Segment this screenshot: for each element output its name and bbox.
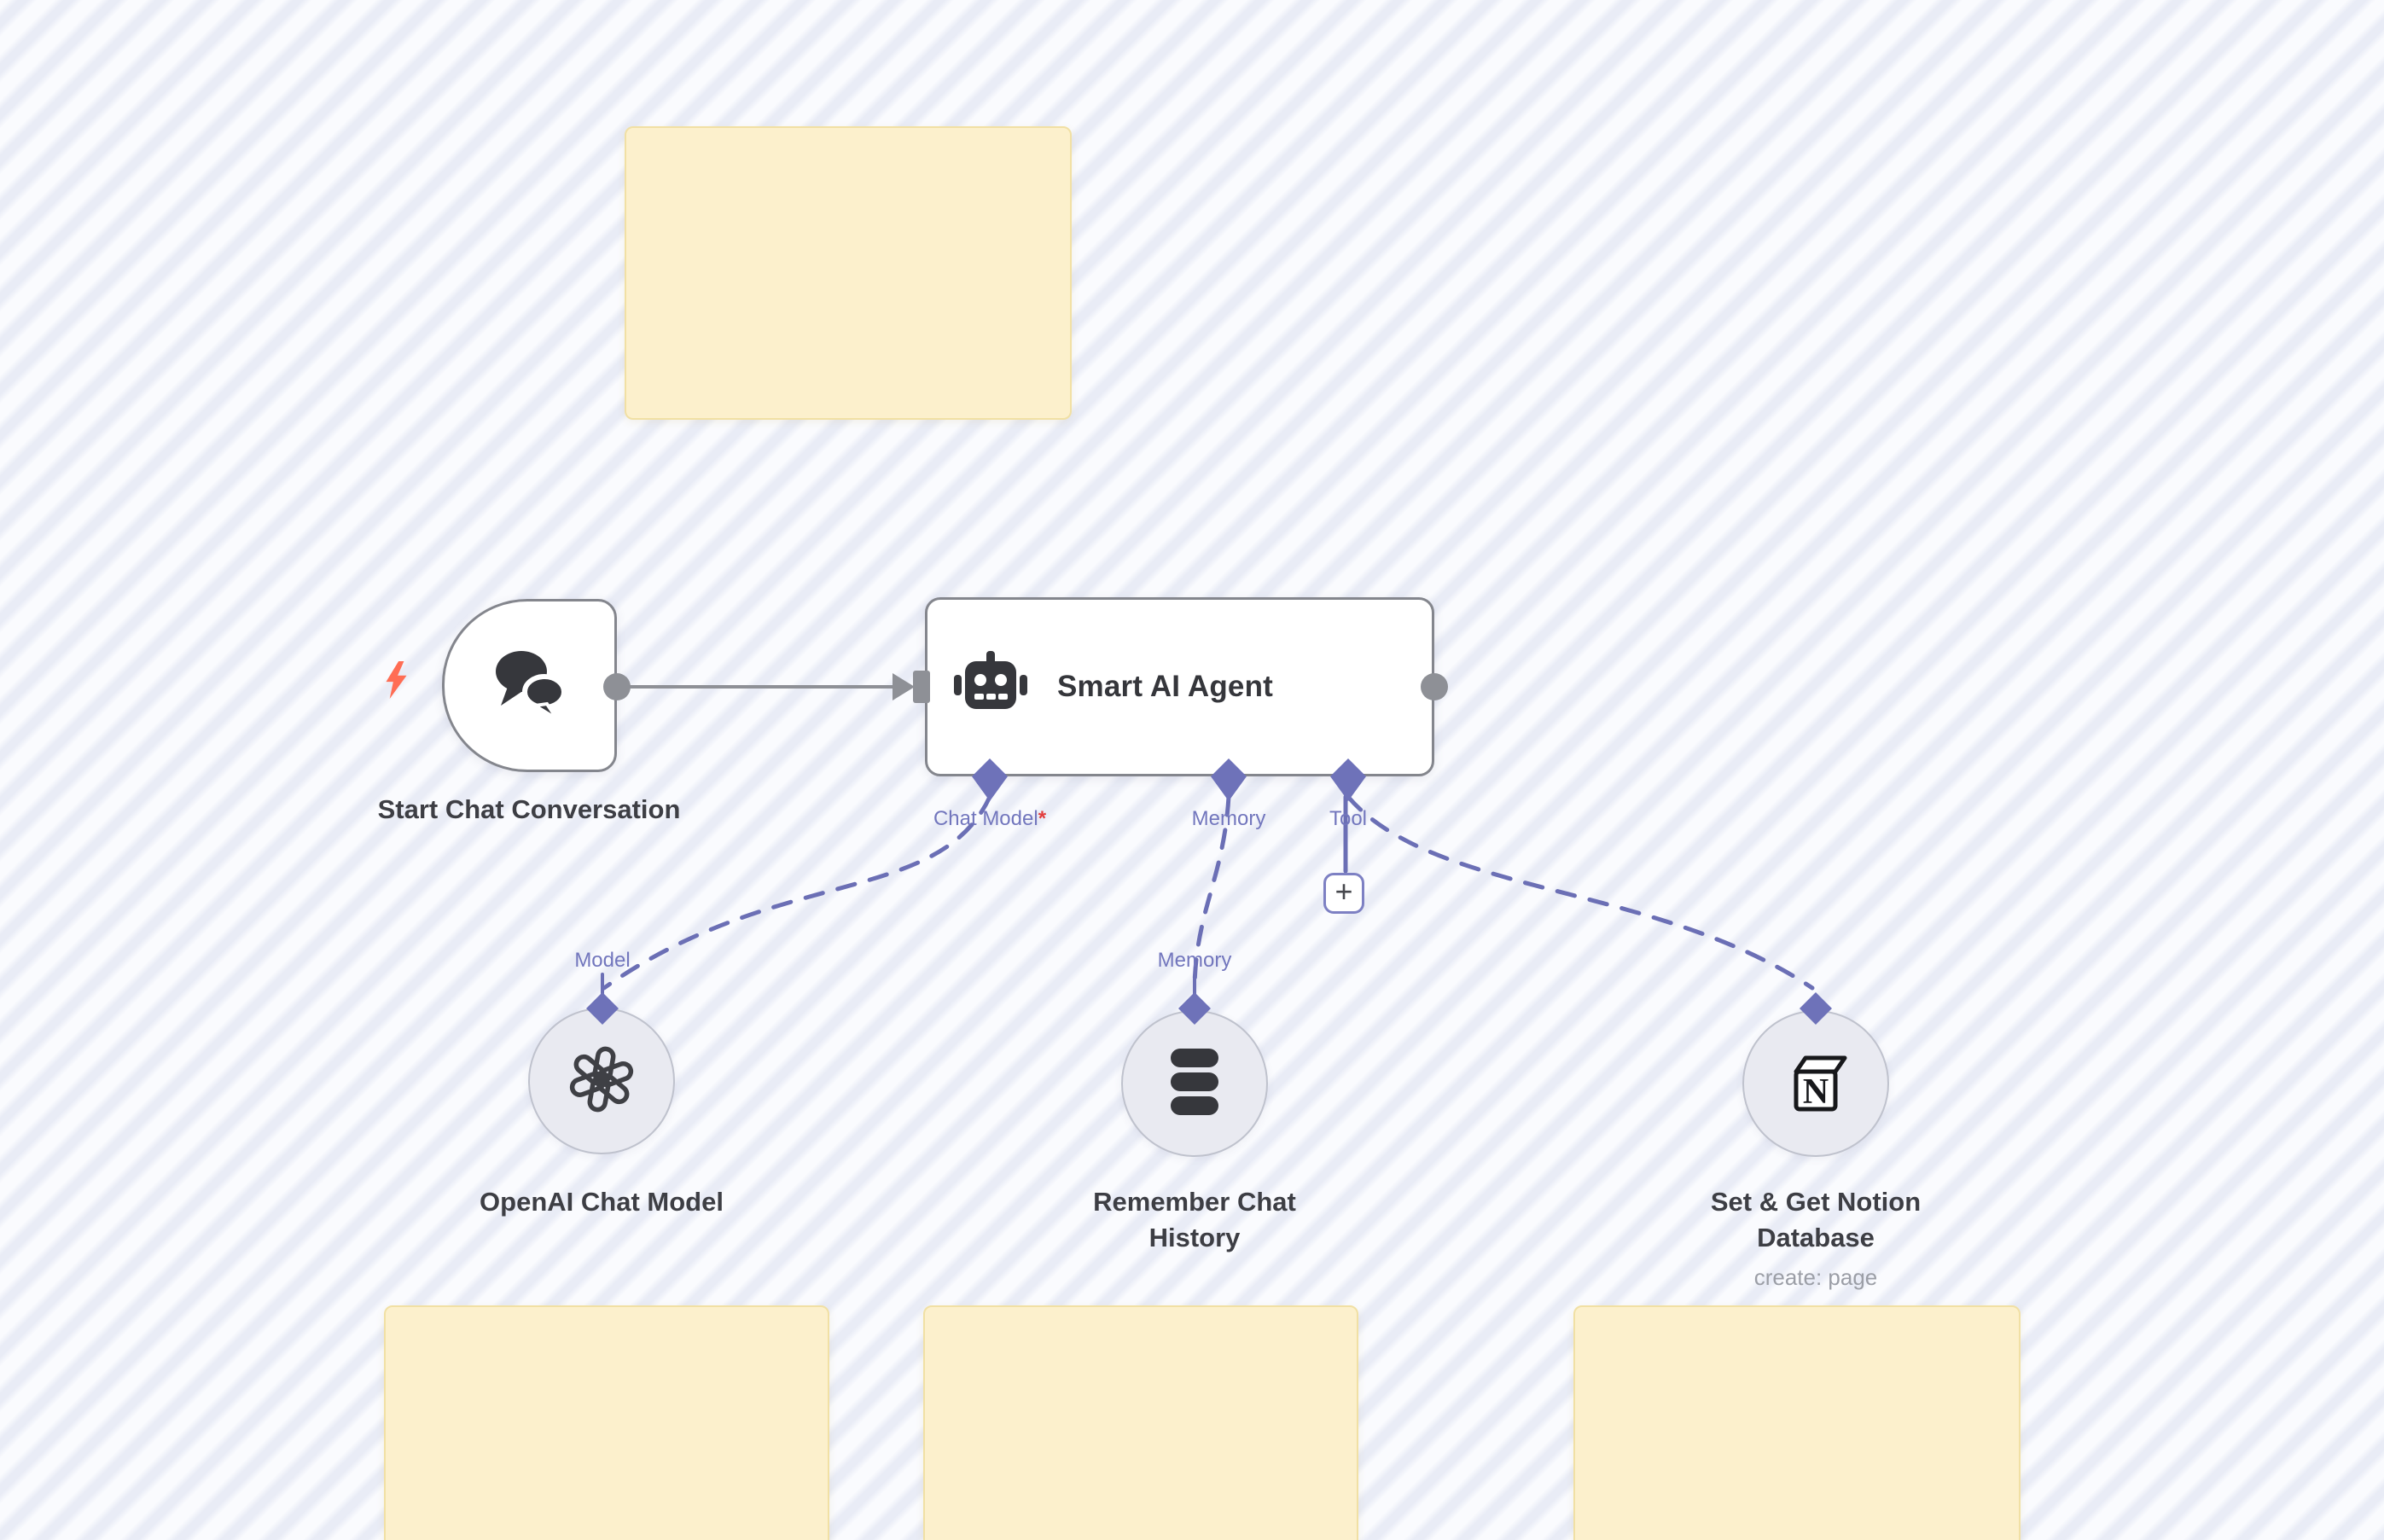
notion-node-subtitle: create: page <box>1753 1264 1878 1290</box>
add-tool-button[interactable]: + <box>1323 873 1364 914</box>
agent-port-label-chat-model: Chat Model* <box>933 807 1047 830</box>
svg-text:N: N <box>1803 1072 1829 1112</box>
notion-tool-node[interactable]: N <box>1742 1010 1889 1157</box>
sticky-note-bottom-middle[interactable] <box>923 1305 1358 1540</box>
chat-memory-node[interactable] <box>1121 1010 1268 1157</box>
notion-node-label: Set & Get Notion Database <box>1710 1187 1922 1252</box>
robot-icon <box>950 649 1032 725</box>
sticky-note-top[interactable] <box>625 126 1072 420</box>
required-asterisk: * <box>1038 807 1047 830</box>
notion-logo-icon: N <box>1775 1041 1857 1127</box>
openai-port-label: Model <box>574 949 631 972</box>
connection-arrowhead-icon <box>893 673 915 700</box>
lightning-bolt-icon <box>380 660 412 704</box>
chat-bubbles-icon <box>487 644 573 727</box>
chat-trigger-node[interactable] <box>442 599 617 772</box>
trigger-node-label: Start Chat Conversation <box>377 794 681 824</box>
memory-port-label: Memory <box>1157 949 1232 972</box>
ai-agent-node[interactable]: Smart AI Agent <box>925 597 1434 776</box>
openai-logo-icon <box>559 1037 644 1126</box>
sticky-note-bottom-left[interactable] <box>384 1305 829 1540</box>
openai-node-label: OpenAI Chat Model <box>480 1187 724 1217</box>
sticky-note-bottom-right[interactable] <box>1573 1305 2021 1540</box>
notion-node-label-block: Set & Get Notion Database create: page <box>1671 1184 1961 1293</box>
agent-node-title: Smart AI Agent <box>1057 670 1274 703</box>
agent-port-label-tool: Tool <box>1329 807 1368 830</box>
database-icon <box>1155 1043 1234 1125</box>
openai-chat-model-node[interactable] <box>528 1008 675 1154</box>
memory-node-label: Remember Chat History <box>1093 1187 1296 1252</box>
